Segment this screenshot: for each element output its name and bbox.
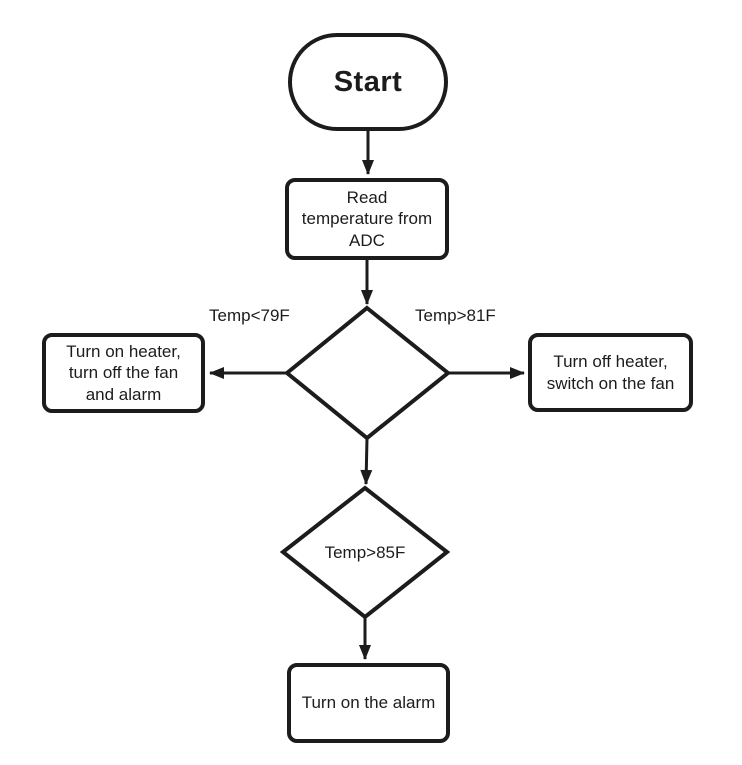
edge-decision1-to-decision2	[360, 437, 373, 485]
heater-on-node-label: Turn on heater, turn off the fan and ala…	[66, 342, 181, 404]
read-adc-node-label: Read temperature from ADC	[301, 188, 433, 250]
heater-off-node: Turn off heater, switch on the fan	[528, 333, 693, 412]
decision-temp-range-diamond	[283, 305, 452, 441]
alarm-on-node: Turn on the alarm	[287, 663, 450, 743]
read-adc-node: Read temperature from ADC	[285, 178, 449, 260]
start-node-label: Start	[333, 65, 403, 98]
heater-off-node-label: Turn off heater, switch on the fan	[546, 352, 675, 393]
heater-on-node: Turn on heater, turn off the fan and ala…	[42, 333, 205, 413]
decision-temp-high-label: Temp>85F	[324, 542, 406, 562]
alarm-on-node-label: Turn on the alarm	[301, 693, 436, 713]
hot-branch-label: Temp>81F	[415, 306, 496, 325]
start-node: Start	[288, 33, 448, 131]
cold-branch-label: Temp<79F	[209, 306, 290, 325]
decision-temp-high-diamond	[279, 485, 451, 620]
